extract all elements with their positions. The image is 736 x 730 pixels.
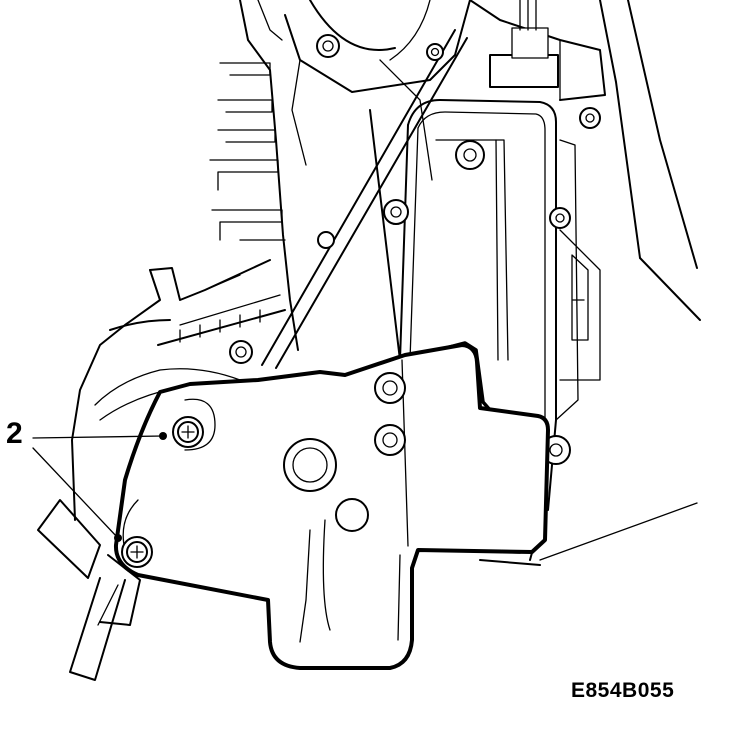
blower-area bbox=[71, 231, 335, 521]
callout-screw-upper bbox=[159, 416, 204, 448]
figure-reference-code: E854B055 bbox=[571, 679, 675, 702]
upper-housing bbox=[239, 0, 606, 361]
rear-frame bbox=[399, 99, 601, 511]
callout-screw-lower bbox=[114, 534, 153, 568]
housing-screws bbox=[316, 34, 601, 229]
control-rod bbox=[261, 29, 468, 369]
electrical-connector bbox=[489, 0, 559, 88]
left-clips bbox=[209, 62, 286, 241]
callout-label: 2 bbox=[6, 417, 23, 450]
lower-bracket bbox=[37, 499, 141, 681]
callout-leader-lines bbox=[32, 435, 164, 539]
actuator-body bbox=[113, 343, 550, 670]
